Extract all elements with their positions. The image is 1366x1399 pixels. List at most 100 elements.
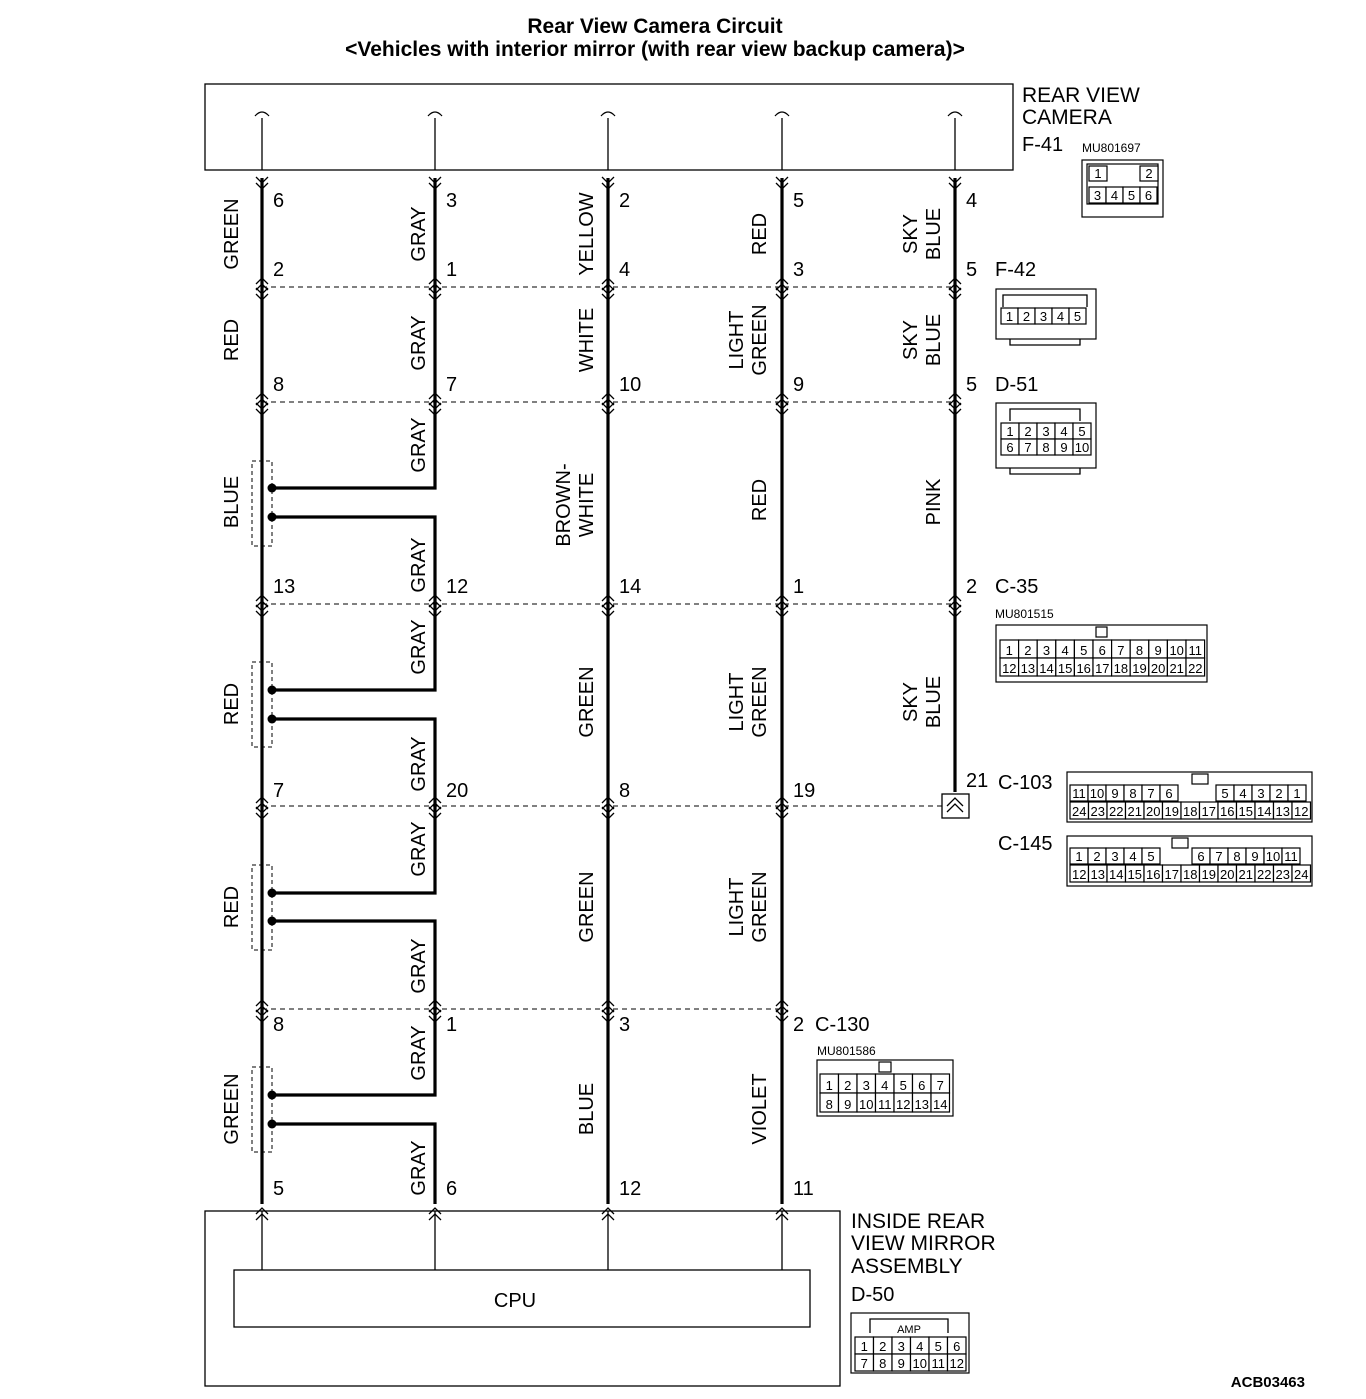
- pin-c4-5: 2: [793, 1014, 804, 1036]
- wire-color-labels: GREEN RED BLUE RED RED GREEN GRAY GRAY G…: [221, 192, 945, 1195]
- connector-pin-number: 8: [826, 1097, 833, 1112]
- terminal-chevron-up: [428, 796, 442, 810]
- connector-pin-number: 8: [1129, 786, 1136, 801]
- terminal-chevron-down: [428, 1009, 442, 1023]
- color-c5-6: BLUE: [923, 676, 945, 728]
- connector-pin-number: 12: [1294, 804, 1308, 819]
- pin-c5-0: 4: [966, 190, 977, 212]
- c103-terminal-mark: [946, 797, 964, 813]
- connector-pin-number: 4: [1239, 786, 1246, 801]
- connector-pin-number: 3: [863, 1078, 870, 1093]
- terminal-chevron-up: [775, 1207, 789, 1221]
- color-c3-6: BLUE: [576, 1083, 598, 1135]
- connector-pin-number: 24: [1294, 867, 1308, 882]
- pin-c3-6: 12: [619, 1178, 641, 1200]
- pin-c3-4: 8: [619, 780, 630, 802]
- wire-gray-seg4: [272, 919, 437, 1097]
- connector-pin-number: 22: [1109, 804, 1123, 819]
- terminal-chevron-down: [601, 176, 615, 190]
- connector-pin-number: 8: [1136, 643, 1143, 658]
- connector-cell: [1159, 784, 1179, 802]
- color-c1-0: GREEN: [221, 198, 243, 269]
- connector-pin-number: 22: [1257, 867, 1271, 882]
- connector-pin-number: 13: [915, 1097, 929, 1112]
- pin-c5-1: 5: [966, 259, 977, 281]
- color-c2-8: GRAY: [408, 1025, 430, 1080]
- connector-pin-number: 12: [896, 1097, 910, 1112]
- connector-pin-number: 11: [1284, 849, 1298, 864]
- terminal-chevron-down: [255, 1009, 269, 1023]
- color-c3-0: YELLOW: [576, 192, 598, 275]
- pin-numbers: 6 2 8 13 7 8 5 3 1 7 12 20 1 6 2 4 10 14…: [273, 190, 988, 1200]
- terminal-chevron-up: [428, 277, 442, 291]
- pin-c2-3: 12: [446, 576, 468, 598]
- terminal-chevron-up: [428, 1207, 442, 1221]
- color-c4-5: GREEN: [749, 666, 771, 737]
- connector-pin-number: 3: [1111, 849, 1118, 864]
- color-c5-5: SKY: [900, 682, 922, 722]
- pin-c3-5: 3: [619, 1014, 630, 1036]
- cpu-label: CPU: [494, 1290, 536, 1312]
- terminal-chevron-down: [948, 176, 962, 190]
- connector-pin-number: 15: [1239, 804, 1253, 819]
- connector-pin-number: 13: [1276, 804, 1290, 819]
- connector-pin-number: 17: [1202, 804, 1216, 819]
- terminal-chevron-up: [601, 594, 615, 608]
- color-c4-4: LIGHT: [726, 673, 748, 732]
- connector-pin-number: 20: [1146, 804, 1160, 819]
- color-c5-2: SKY: [900, 320, 922, 360]
- pin-c4-6: 11: [793, 1178, 814, 1200]
- connector-pin-number: 6: [1099, 643, 1106, 658]
- connector-part-c35: MU801515: [995, 607, 1054, 621]
- wire-gray-seg1: [272, 178, 437, 490]
- connector-pin-number: 21: [1128, 804, 1142, 819]
- connector-pin-number: 7: [1215, 849, 1222, 864]
- connector-pin-number: 6: [1145, 188, 1152, 203]
- terminal-chevron-up: [255, 277, 269, 291]
- color-c3-1: WHITE: [576, 308, 598, 372]
- connector-pin-number: 12: [950, 1356, 964, 1371]
- connector-pin-number: 10: [1169, 643, 1183, 658]
- connector-pin-number: 5: [935, 1339, 942, 1354]
- connector-cell: [946, 1353, 967, 1372]
- color-c3-5: GREEN: [576, 871, 598, 942]
- pin-c3-2: 10: [619, 374, 641, 396]
- pin-c1-4: 7: [273, 780, 284, 802]
- connector-pin-number: 4: [1061, 643, 1068, 658]
- color-c2-9: GRAY: [408, 1140, 430, 1195]
- connector-pin-number: 5: [1128, 188, 1135, 203]
- connector-pin-number: 1: [1006, 309, 1013, 324]
- color-c2-5: GRAY: [408, 736, 430, 791]
- connector-pin-number: 1: [1094, 166, 1101, 181]
- connector-pin-number: 23: [1276, 867, 1290, 882]
- connector-pin-number: 13: [1021, 661, 1035, 676]
- terminal-chevron-up: [601, 277, 615, 291]
- terminal-chevron-down: [428, 287, 442, 301]
- color-c3-2: BROWN-: [553, 463, 575, 546]
- terminal-chevron-down: [255, 176, 269, 190]
- terminal-chevron-up: [428, 392, 442, 406]
- connector-pin-number: 7: [1147, 786, 1154, 801]
- connector-pin-number: 18: [1183, 804, 1197, 819]
- mirror-label-line1: INSIDE REAR: [851, 1210, 985, 1233]
- connector-pin-number: 9: [1154, 643, 1161, 658]
- wire-gray-seg2: [272, 515, 437, 692]
- connector-pin-number: 2: [1024, 424, 1031, 439]
- terminal-chevron-up: [948, 392, 962, 406]
- connector-pin-number: 1: [1006, 643, 1013, 658]
- connector-pin-number: 7: [861, 1356, 868, 1371]
- connector-pin-number: 16: [1146, 867, 1160, 882]
- color-c5-4: PINK: [923, 478, 945, 525]
- connector-cell: [1287, 784, 1307, 802]
- connector-pin-number: 5: [1147, 849, 1154, 864]
- terminal-markers: [255, 176, 962, 1221]
- connector-code-f42: F-42: [995, 259, 1036, 281]
- connector-pin-number: 5: [1080, 643, 1087, 658]
- color-c4-6: LIGHT: [726, 878, 748, 937]
- connector-pin-number: 5: [1074, 309, 1081, 324]
- terminal-chevron-down: [775, 1009, 789, 1023]
- terminal-chevron-up: [428, 999, 442, 1013]
- color-c4-0: RED: [749, 213, 771, 255]
